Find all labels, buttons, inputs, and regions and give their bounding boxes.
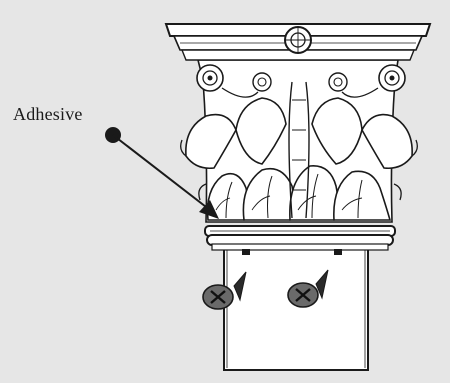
capital-body	[181, 60, 418, 222]
column-shaft	[224, 244, 368, 370]
adhesive-label: Adhesive	[13, 104, 83, 125]
rosette	[285, 27, 311, 53]
